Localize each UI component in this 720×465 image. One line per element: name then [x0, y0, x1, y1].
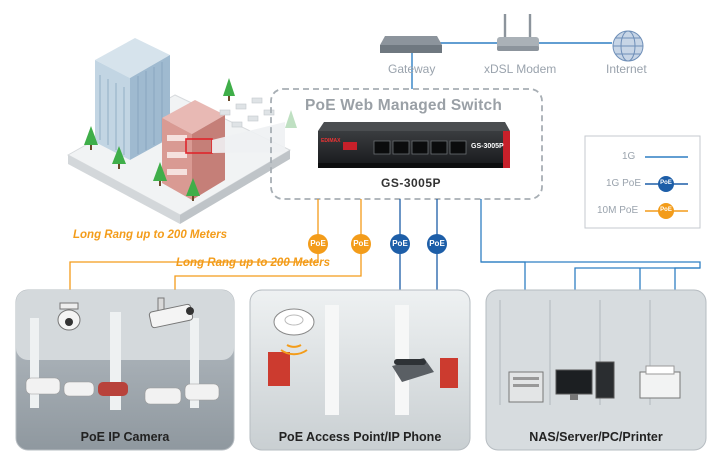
range-label-camera1: Long Rang up to 200 Meters: [73, 229, 227, 241]
panel-datacenter-caption: NAS/Server/PC/Printer: [529, 430, 663, 444]
poe-badge-camera2: [351, 234, 371, 254]
server-tower-icon: [595, 361, 615, 399]
bullet-camera-icon: [148, 297, 194, 329]
camera1-poe-line: [69, 199, 319, 300]
poe-badge-camera2-text: PoE: [353, 239, 369, 248]
legend-10m-poe-badge: [658, 203, 674, 219]
access-point-icon: [273, 308, 315, 336]
poe-badge-camera1-text: PoE: [310, 239, 326, 248]
panel-camera-caption: PoE IP Camera: [80, 430, 170, 444]
poe-badge-ap: [390, 234, 410, 254]
panel-datacenter: [485, 289, 707, 451]
poe-switch: EDIMAX GS-3005P: [318, 122, 510, 168]
dome-camera-icon: [57, 302, 81, 331]
panel-office: [249, 289, 471, 451]
legend-10m-poe-label: 10M PoE: [597, 205, 639, 216]
legend-1g-poe-badge-text: PoE: [660, 180, 672, 186]
panel-camera: [15, 289, 235, 451]
nas-icon: [508, 371, 544, 403]
legend-1g-poe-badge: [658, 176, 674, 192]
printer-icon: [639, 365, 681, 399]
camera2-poe-line: [174, 199, 362, 292]
city-illustration: [66, 38, 297, 224]
legend-10m-poe-badge-text: PoE: [660, 207, 672, 213]
legend-1g-poe-label: 1G PoE: [606, 178, 642, 189]
svg-text:EDIMAX: EDIMAX: [321, 138, 341, 144]
modem-device: [497, 14, 539, 51]
legend-1g-label: 1G: [622, 151, 636, 162]
ip-phone-icon: [392, 358, 434, 382]
poe-badge-ap-text: PoE: [392, 239, 408, 248]
svg-text:GS-3005P: GS-3005P: [471, 143, 504, 150]
gateway-device: [380, 36, 442, 53]
monitor-icon: [555, 369, 593, 400]
poe-badge-phone: [427, 234, 447, 254]
panel-office-caption: PoE Access Point/IP Phone: [278, 430, 442, 444]
range-label-camera2: Long Rang up to 200 Meters: [176, 257, 330, 269]
switch-title: PoE Web Managed Switch: [305, 97, 503, 114]
internet-label: Internet: [606, 62, 647, 76]
modem-label: xDSL Modem: [484, 62, 557, 76]
gateway-label: Gateway: [388, 62, 436, 76]
poe-badge-camera1: [308, 234, 328, 254]
globe-icon: [612, 30, 644, 62]
switch-frame: [270, 88, 543, 200]
switch-model: GS-3005P: [381, 176, 442, 190]
poe-badge-phone-text: PoE: [429, 239, 445, 248]
legend-box: [584, 135, 701, 229]
